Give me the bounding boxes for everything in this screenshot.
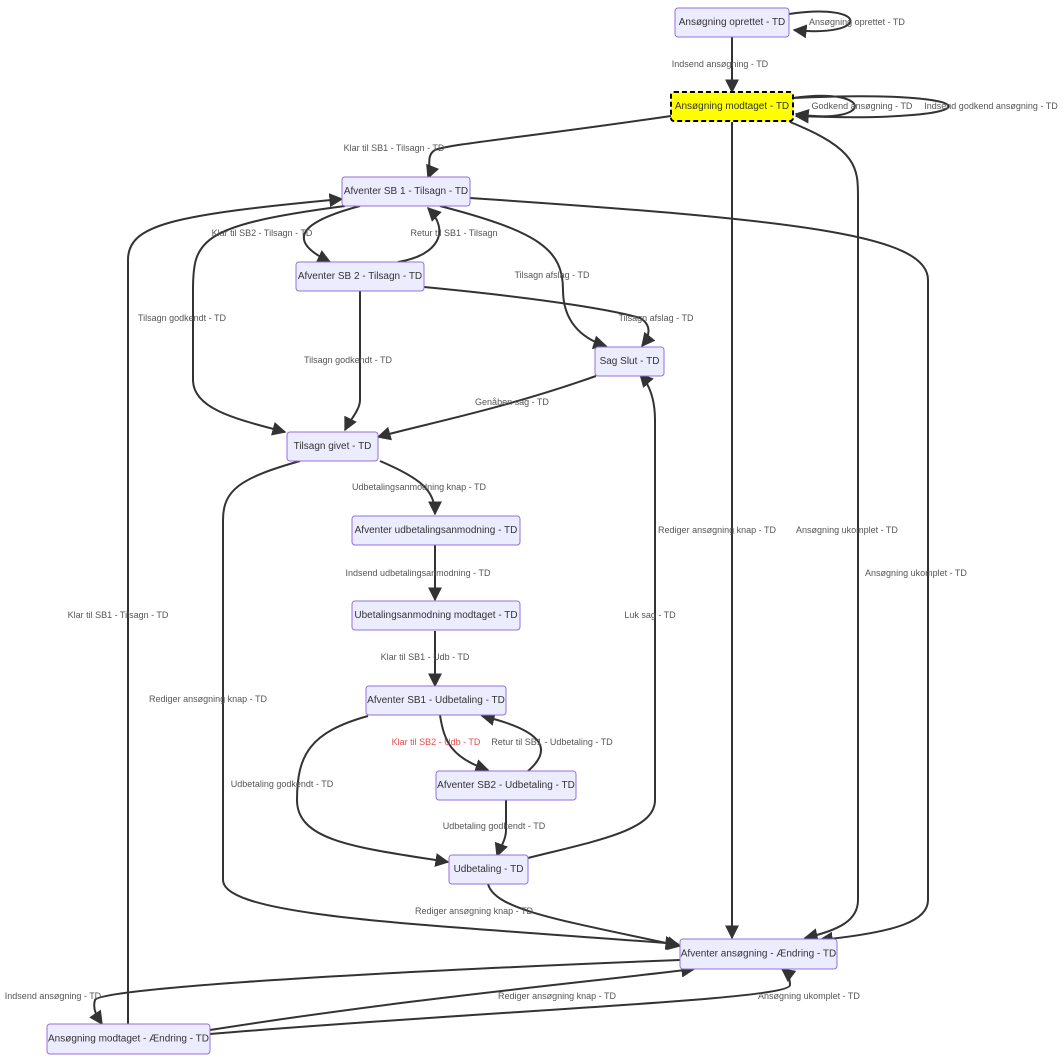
edge-rediger-1 [487,883,682,951]
svg-text:Ansøgning oprettet - TD: Ansøgning oprettet - TD [679,17,786,28]
state-afventer-ansoegning-aendring[interactable]: Afventer ansøgning - Ændring - TD [679,938,838,970]
state-tilsagn-givet[interactable]: Tilsagn givet - TD [286,431,379,462]
edge-klar-sb2 [302,205,361,263]
svg-text:Ansøgning modtaget - TD: Ansøgning modtaget - TD [675,101,789,112]
edge-udb-godkendt-2 [494,800,508,858]
svg-text:Afventer SB2 - Udbetaling - TD: Afventer SB2 - Udbetaling - TD [437,780,575,791]
edge-klar-sb1 [426,115,672,180]
label-luk-sag: Luk sag - TD [624,610,676,620]
label-indsend-udb: Indsend udbetalingsanmodning - TD [346,568,491,578]
edge-self-oprettet [788,10,852,39]
label-godkendt-sb1: Tilsagn godkendt - TD [138,313,227,323]
label-indsend: Indsend ansøgning - TD [672,59,769,69]
edge-ukomplet-3 [209,968,797,1035]
state-ansoegning-modtaget-aendring[interactable]: Ansøgning modtaget - Ændring - TD [46,1023,211,1055]
edge-retur-sb1 [397,207,442,263]
edge-ukomplet-1 [789,121,860,943]
state-afventer-sb2-udbetaling[interactable]: Afventer SB2 - Udbetaling - TD [435,770,577,801]
label-indsend-godkend: Indsend godkend ansøgning - TD [924,101,1058,111]
label-retur-sb1: Retur til SB1 - Tilsagn [410,228,497,238]
state-ansoegning-oprettet[interactable]: Ansøgning oprettet - TD [674,7,790,38]
label-klar-sb1: Klar til SB1 - Tilsagn - TD [344,143,445,153]
label-klar-sb2: Klar til SB2 - Tilsagn - TD [212,228,313,238]
edge-rediger-3 [209,963,696,1031]
edge-godkendt-sb1 [192,205,346,436]
state-udbetaling[interactable]: Udbetaling - TD [448,854,529,885]
label-afslag-sb1: Tilsagn afslag - TD [514,270,590,280]
label-udb-godkendt-2: Udbetaling godkendt - TD [443,821,546,831]
label-genaaben: Genåben sag - TD [475,397,549,407]
label-ukomplet-2: Ansøgning ukomplet - TD [865,568,967,578]
edge-klar-sb2-udb [439,714,490,773]
label-rediger-4: Rediger ansøgning knap - TD [498,991,616,1001]
edge-indsend-godkend-self [792,95,950,124]
edge-rediger-2 [222,460,680,950]
label-godkendt-sb2: Tilsagn godkendt - TD [304,355,393,365]
edge-afslag-sb2 [423,286,656,348]
edge-godkendt-sb2 [344,291,361,432]
state-sag-slut[interactable]: Sag Slut - TD [594,346,665,377]
edge-afslag-sb1 [439,205,608,349]
label-rediger-2: Rediger ansøgning knap - TD [149,694,267,704]
state-afventer-sb2-tilsagn[interactable]: Afventer SB 2 - Tilsagn - TD [295,261,425,292]
label-udb-anm-knap: Udbetalingsanmodning knap - TD [352,482,486,492]
label-klar-sb2-udb: Klar til SB2 - Udb - TD [392,737,481,747]
label-retur-sb1-udb: Retur til SB1 - Udbetaling - TD [491,737,613,747]
label-indsend-aendring: Indsend ansøgning - TD [5,991,102,1001]
svg-text:Afventer SB 1 - Tilsagn - TD: Afventer SB 1 - Tilsagn - TD [344,186,468,197]
svg-text:Afventer SB1 - Udbetaling - TD: Afventer SB1 - Udbetaling - TD [367,695,505,706]
svg-text:Ubetalingsanmodning modtaget -: Ubetalingsanmodning modtaget - TD [354,610,517,621]
svg-text:Ansøgning modtaget - Ændring -: Ansøgning modtaget - Ændring - TD [48,1034,209,1045]
edge-klar-sb1-aendring [127,193,344,1024]
label-rediger-3: Rediger ansøgning knap - TD [415,906,533,916]
label-afslag-sb2: Tilsagn afslag - TD [618,313,694,323]
svg-text:Sag Slut - TD: Sag Slut - TD [600,356,660,367]
edge-udb-godkendt-1 [295,715,450,867]
label-klar-sb1-aendring: Klar til SB1 - Tilsagn - TD [68,610,169,620]
edge-udb-anm-knap [379,460,442,516]
label-self-oprettet: Ansøgning oprettet - TD [809,17,905,27]
edge-luk-sag [527,372,656,859]
label-ukomplet-1: Ansøgning ukomplet - TD [796,525,898,535]
svg-text:Udbetaling - TD: Udbetaling - TD [454,864,524,875]
state-ubetalingsanmodning-modtaget[interactable]: Ubetalingsanmodning modtaget - TD [351,600,521,631]
edge-indsend-aendring [89,959,681,1026]
svg-text:Afventer udbetalingsanmodning: Afventer udbetalingsanmodning - TD [355,525,518,536]
edge-retur-sb1-udb [480,712,543,772]
state-afventer-sb1-tilsagn[interactable]: Afventer SB 1 - Tilsagn - TD [341,176,471,207]
svg-text:Afventer ansøgning - Ændring -: Afventer ansøgning - Ændring - TD [681,949,836,960]
state-afventer-sb1-udbetaling[interactable]: Afventer SB1 - Udbetaling - TD [365,685,507,716]
svg-text:Tilsagn givet - TD: Tilsagn givet - TD [294,441,372,452]
label-klar-sb1-udb: Klar til SB1 - Udb - TD [381,652,470,662]
edge-genaaben [376,375,597,441]
edge-ukomplet-2 [469,197,929,946]
label-ukomplet-3: Ansøgning ukomplet - TD [758,991,860,1001]
label-godkend: Godkend ansøgning - TD [812,101,913,111]
label-rediger-1: Rediger ansøgning knap - TD [658,525,776,535]
svg-text:Afventer SB 2 - Tilsagn - TD: Afventer SB 2 - Tilsagn - TD [298,271,422,282]
state-ansoegning-modtaget[interactable]: Ansøgning modtaget - TD [670,91,794,122]
label-udb-godkendt-1: Udbetaling godkendt - TD [231,779,334,789]
state-afventer-udbetalingsanmodning[interactable]: Afventer udbetalingsanmodning - TD [351,515,521,546]
